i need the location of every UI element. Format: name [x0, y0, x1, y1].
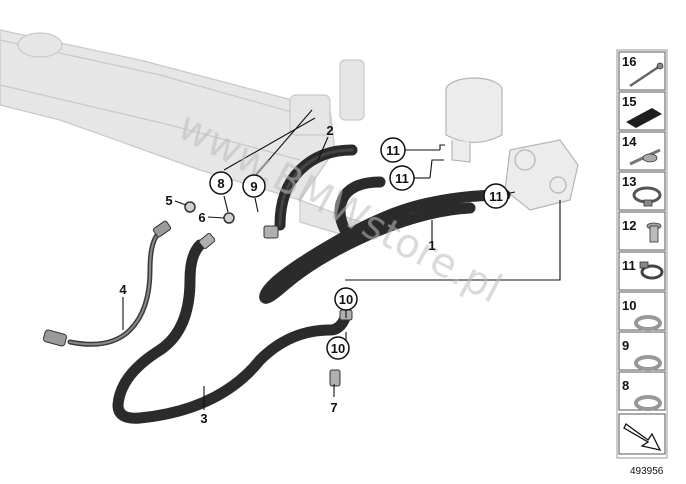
callout-9[interactable]: 9	[250, 179, 257, 194]
callout-circles	[209, 137, 509, 360]
callout-11-a[interactable]: 11	[386, 143, 400, 158]
arrow-icon	[623, 423, 662, 451]
legend-12-number: 12	[622, 218, 636, 233]
leader-lines	[122, 109, 561, 410]
seal-ring-6[interactable]	[223, 212, 235, 224]
callout-8[interactable]: 8	[217, 176, 224, 191]
legend-14-number: 14	[622, 134, 637, 149]
seal-ring-icon-9	[634, 355, 662, 371]
callout-5[interactable]: 5	[165, 193, 172, 208]
seal-ring-icon-10	[634, 315, 662, 331]
callout-10-a[interactable]: 10	[339, 292, 353, 307]
foam-pad-icon	[626, 108, 662, 128]
legend-10-number: 10	[622, 298, 636, 313]
document-number: 493956	[630, 466, 664, 477]
pump-ghost	[504, 139, 579, 211]
hose-clamp-icon	[632, 186, 662, 207]
callout-11-c[interactable]: 11	[489, 189, 503, 204]
legend-panel: 16 15 14 13 12	[616, 49, 668, 459]
callout-7[interactable]: 7	[330, 400, 337, 415]
line-4[interactable]	[67, 229, 163, 347]
callout-3[interactable]: 3	[200, 411, 207, 426]
legend-9-number: 9	[622, 338, 629, 353]
seal-ring-5[interactable]	[184, 201, 196, 213]
holder-strap-icon	[629, 148, 661, 166]
callout-11-b[interactable]: 11	[395, 171, 409, 186]
line-4-highlight	[69, 231, 161, 346]
hose-3[interactable]	[112, 239, 351, 424]
legend-11-number: 11	[622, 258, 636, 273]
legend-8-number: 8	[622, 378, 629, 393]
legend-16-number: 16	[622, 54, 636, 69]
legend-13-number: 13	[622, 174, 636, 189]
cable-tie-icon	[629, 62, 664, 88]
callout-1[interactable]: 1	[428, 238, 435, 253]
callout-4[interactable]: 4	[119, 282, 127, 297]
seal-ring-icon-8	[634, 395, 662, 411]
callout-6[interactable]: 6	[198, 210, 205, 225]
hose-return[interactable]	[334, 176, 386, 236]
spring-clamp-icon	[639, 261, 664, 280]
callout-10-b[interactable]: 10	[331, 341, 345, 356]
callout-2[interactable]: 2	[326, 123, 333, 138]
bolt-icon	[646, 222, 662, 243]
legend-15-number: 15	[622, 94, 636, 109]
line-4-end-fitting	[42, 220, 172, 347]
reservoir-ghost	[445, 77, 503, 163]
hose-2-inner	[278, 148, 354, 227]
hose-1[interactable]	[259, 189, 511, 304]
